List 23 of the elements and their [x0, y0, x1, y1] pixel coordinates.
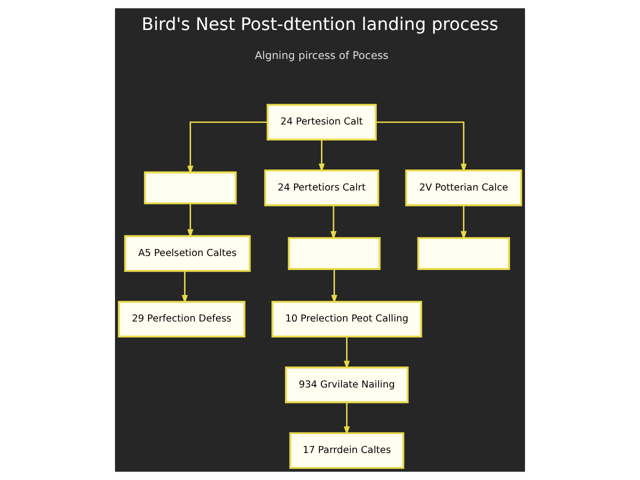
label: Algning pircess of Pocess	[254, 49, 388, 62]
arrow	[318, 140, 325, 172]
arrow	[330, 205, 337, 240]
node-box: 24 Pertetiors Calrt	[264, 170, 380, 206]
diagram-title: Bird's Nest Post-dtention landing process	[142, 14, 498, 35]
arrow	[331, 269, 338, 304]
arrow	[182, 271, 188, 304]
node-box: 2V Potterian Calce	[405, 170, 522, 206]
node-box: A5 Peelsetion Caltes	[124, 235, 251, 272]
node-box: 24 Pertesion Calt	[266, 104, 377, 141]
node-box	[288, 237, 381, 270]
arrow	[187, 121, 268, 174]
arrow	[344, 402, 350, 436]
node-box: 29 Perfection Defess	[118, 300, 246, 338]
arrow	[460, 205, 467, 240]
arrow	[376, 121, 467, 172]
node-box: 10 Prelection Peot Calling	[271, 300, 422, 338]
node-box: 17 Parrdein Caltes	[289, 432, 404, 469]
node-box	[144, 171, 237, 204]
arrow	[344, 336, 350, 370]
arrow	[187, 203, 194, 238]
node-box: 934 Grvilate Nailing	[285, 366, 409, 404]
node-box	[417, 237, 510, 270]
